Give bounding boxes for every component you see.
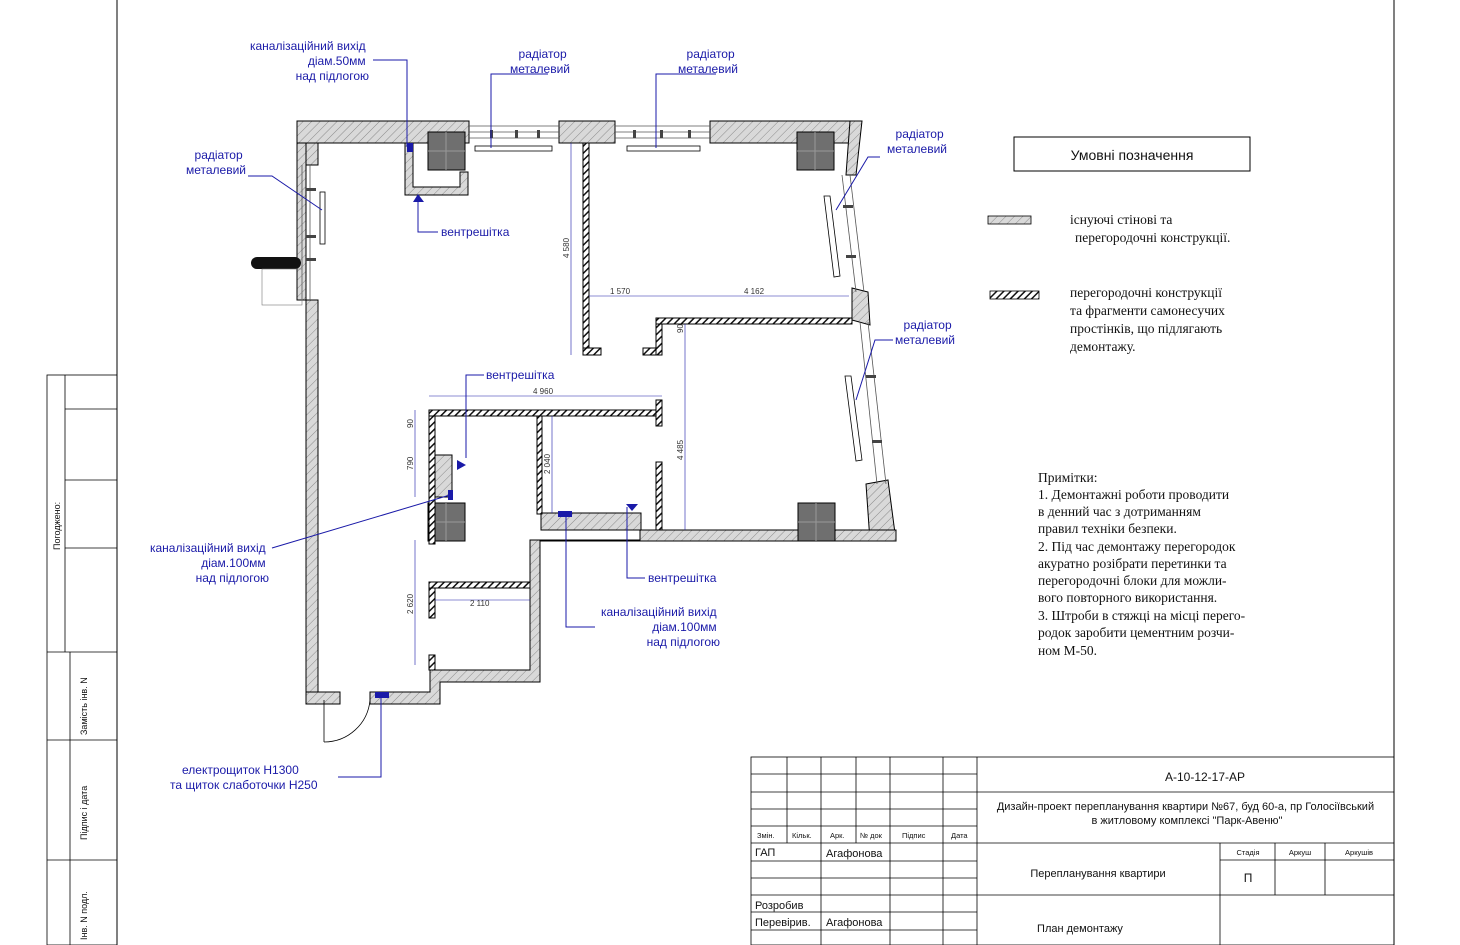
sheets-label: Аркушів — [1345, 848, 1373, 857]
utility-markers — [375, 143, 638, 698]
label-radiator-top1: радіатор металевий — [510, 47, 570, 76]
drawing-code: А-10-12-17-АР — [1165, 770, 1245, 784]
radiators — [319, 145, 863, 462]
checked-name: Агафонова — [826, 917, 883, 929]
label-radiator-right-mid: радіатор металевий — [895, 318, 955, 347]
drawing-title: План демонтажу — [1037, 923, 1123, 935]
label-vent-top: вентрешітка — [441, 225, 510, 239]
dim-4960: 4 960 — [533, 387, 554, 396]
checked-role: Перевірив. — [755, 917, 811, 929]
left-rail — [251, 257, 303, 306]
gap-name: Агафонова — [826, 848, 883, 860]
legend-demolish-swatch — [989, 290, 1040, 300]
label-radiator-right-top: радіатор металевий — [887, 127, 947, 156]
side-inv-label: Інв. N подл. — [79, 891, 89, 940]
side-stamp — [46, 374, 118, 945]
header-signature: Підпис — [902, 831, 926, 840]
dimension-lines — [414, 143, 849, 665]
header-zmin: Змін. — [757, 831, 775, 840]
dim-4580: 4 580 — [562, 237, 571, 258]
label-sewer-100-bottom: каналізаційний вихід діам.100мм над підл… — [601, 605, 720, 649]
label-radiator-left: радіатор металевий — [186, 148, 246, 177]
side-agreed-label: Погоджено: — [52, 502, 62, 550]
demolish-partitions — [428, 142, 853, 671]
label-electric: електрощиток Н1300 та щиток слаботочки Н… — [170, 763, 318, 792]
dim-790: 790 — [406, 456, 415, 470]
notes: Примітки: 1. Демонтажні роботи проводити… — [1038, 470, 1249, 658]
title-block-text: А-10-12-17-АР Дизайн-проект переплануван… — [755, 770, 1377, 935]
title-block — [750, 756, 1395, 945]
legend-existing-swatch — [987, 215, 1032, 225]
developed-role: Розробив — [755, 900, 804, 912]
dimension-values: 4 580 1 570 4 162 90 4 960 90 790 2 040 … — [406, 237, 765, 614]
leader-lines — [248, 59, 893, 778]
legend-existing-text: існуючі стінові та перегородочні констру… — [1070, 212, 1230, 245]
label-radiator-top2: радіатор металевий — [678, 47, 738, 76]
label-sewer-100-left: каналізаційний вихід діам.100мм над підл… — [150, 541, 269, 585]
stage-label: Стадія — [1236, 848, 1259, 857]
header-doc: № док — [860, 831, 883, 840]
gap-role: ГАП — [755, 847, 775, 859]
sheet-title: Перепланування квартири — [1030, 868, 1165, 880]
label-sewer-50: каналізаційний вихід діам.50мм над підло… — [250, 39, 369, 83]
label-vent-mid: вентрешітка — [486, 368, 555, 382]
windows — [301, 125, 887, 485]
side-replaced-label: Замість інв. N — [79, 677, 89, 735]
legend-demolish-text: перегородочні конструкції та фрагменти с… — [1070, 285, 1228, 354]
dim-1570: 1 570 — [610, 287, 631, 296]
dim-2110: 2 110 — [470, 599, 490, 608]
dim-2040: 2 040 — [543, 453, 552, 474]
dim-90a: 90 — [676, 324, 685, 333]
columns — [427, 131, 836, 542]
legend: Умовні позначення існуючі стінові та пер… — [987, 136, 1251, 354]
sheet-label: Аркуш — [1289, 848, 1311, 857]
dim-90b: 90 — [406, 419, 415, 428]
side-signature-label: Підпис і дата — [79, 786, 89, 840]
annotations: каналізаційний вихід діам.50мм над підло… — [150, 39, 955, 792]
dim-2620: 2 620 — [406, 593, 415, 614]
header-ark: Арк. — [830, 831, 845, 840]
legend-title: Умовні позначення — [1071, 147, 1194, 163]
floor-plan — [251, 120, 897, 743]
project-title: Дизайн-проект перепланування квартири №6… — [997, 801, 1377, 827]
dim-4162: 4 162 — [744, 287, 765, 296]
label-vent-bottom: вентрешітка — [648, 571, 717, 585]
stage-value: П — [1244, 871, 1253, 885]
dim-4485: 4 485 — [676, 439, 685, 460]
header-kilk: Кільк. — [792, 831, 812, 840]
header-date: Дата — [951, 831, 968, 840]
entrance-door — [323, 699, 371, 743]
